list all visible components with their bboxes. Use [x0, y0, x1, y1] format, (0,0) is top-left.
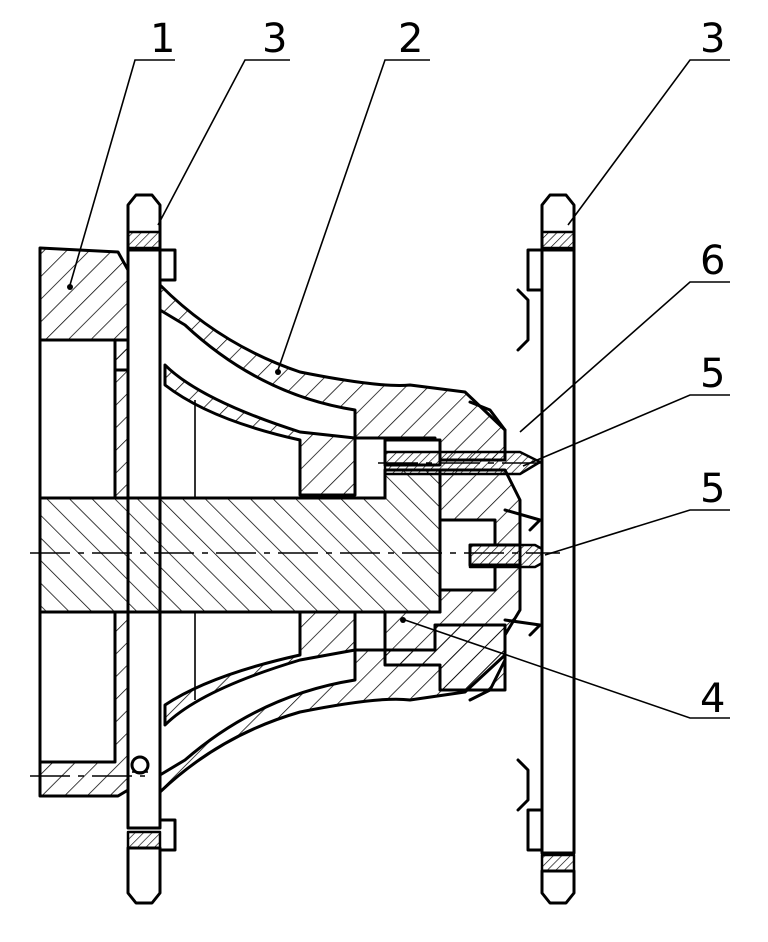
callout-6: 6: [700, 238, 725, 284]
centerlines: [30, 462, 560, 777]
callout-3-left: 3: [262, 16, 287, 62]
leader-lines: [67, 59, 730, 719]
seal-detail: [130, 755, 150, 775]
callout-5-upper: 5: [700, 351, 725, 397]
callout-3-right: 3: [700, 16, 725, 62]
callout-4: 4: [700, 676, 725, 722]
inner-cone: [163, 363, 357, 727]
callout-2: 2: [398, 16, 423, 62]
callout-labels: 1 3 2 3 6 5 5 4: [150, 16, 725, 722]
callout-5-lower: 5: [700, 466, 725, 512]
part-2-outer-housing: [158, 283, 507, 794]
part-1-housing: [38, 246, 152, 798]
callout-1: 1: [150, 16, 175, 62]
